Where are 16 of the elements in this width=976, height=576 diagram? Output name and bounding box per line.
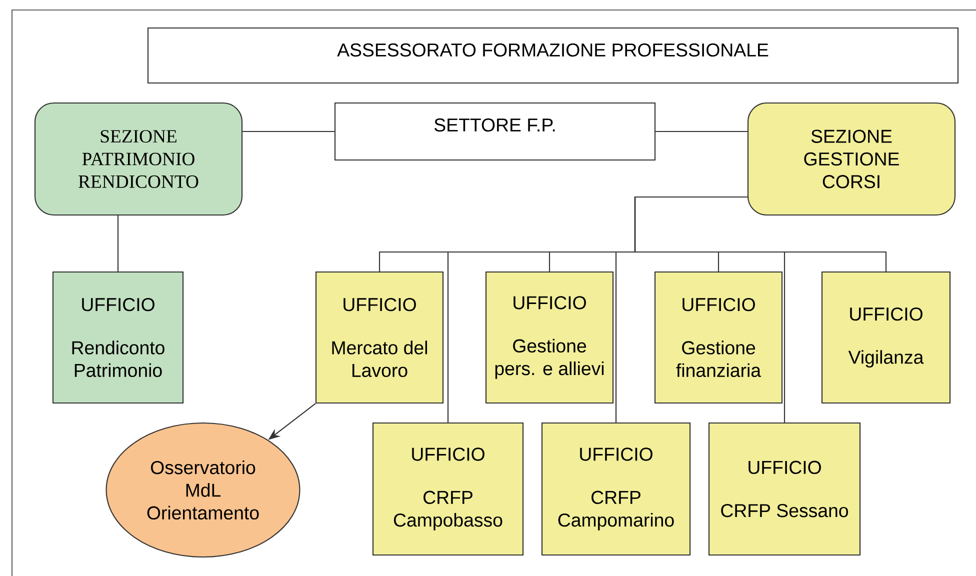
connector-line [634, 196, 786, 422]
section-box: SEZIONE GESTIONE CORSI [747, 102, 956, 216]
office-box: UFFICIO CRFP Campobasso [372, 422, 524, 556]
office-box: UFFICIO Vigilanza [821, 271, 951, 404]
title-box: ASSESSORATO FORMAZIONE PROFESSIONALE [147, 27, 959, 84]
connector-line [242, 130, 334, 132]
sector-box: SETTORE F.P. [334, 102, 656, 161]
office-box: UFFICIO CRFP Sessano [708, 422, 861, 556]
office-box: UFFICIO CRFP Campomarino [541, 422, 691, 556]
office-box: UFFICIO Rendiconto Patrimonio [52, 271, 184, 404]
section-box: SEZIONE PATRIMONIO RENDICONTO [34, 102, 243, 216]
office-box: UFFICIO Gestione pers. e allievi [485, 271, 614, 404]
office-box: UFFICIO Mercato del Lavoro [315, 271, 444, 404]
connector-line [117, 216, 119, 272]
connector-line [656, 130, 748, 132]
office-box: UFFICIO Gestione finanziaria [654, 271, 783, 404]
